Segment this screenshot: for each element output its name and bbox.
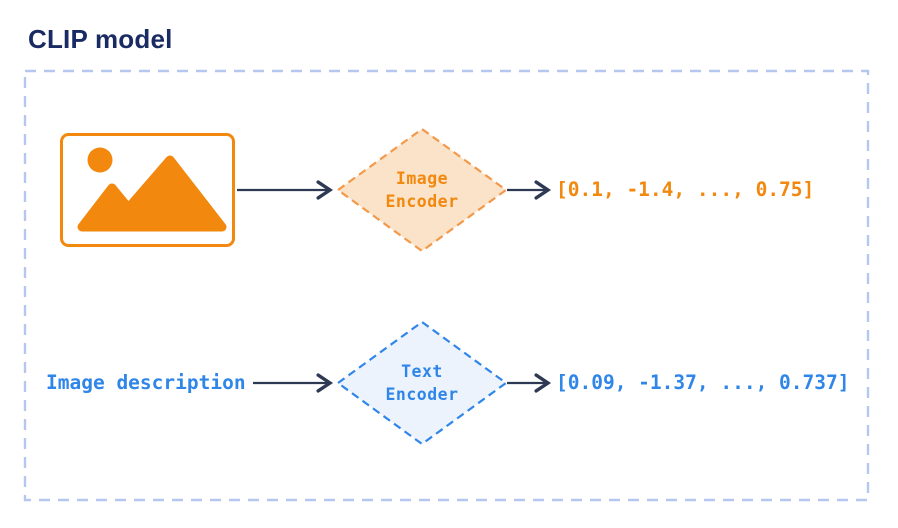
text-encoder-label-line1: Text: [401, 362, 443, 381]
image-embedding-vector: [0.1, -1.4, ..., 0.75]: [556, 178, 815, 201]
image-encoder-diamond: [336, 127, 508, 253]
text-encoder-diamond: [336, 320, 508, 446]
image-icon: [60, 133, 235, 247]
text-encoder-label-line2: Encoder: [385, 385, 459, 404]
image-encoder-label-line2: Encoder: [385, 192, 459, 211]
big-mountain-shape: [107, 155, 227, 232]
image-description-label: Image description: [46, 371, 246, 394]
image-encoder-label-line1: Image: [395, 169, 449, 188]
text-embedding-vector: [0.09, -1.37, ..., 0.737]: [556, 371, 850, 394]
image-encoder-label: Image Encoder: [338, 167, 506, 213]
clip-model-frame: [23, 69, 870, 502]
text-encoder-label: Text Encoder: [338, 360, 506, 406]
page-title: CLIP model: [28, 24, 173, 54]
sun-icon: [87, 147, 113, 173]
